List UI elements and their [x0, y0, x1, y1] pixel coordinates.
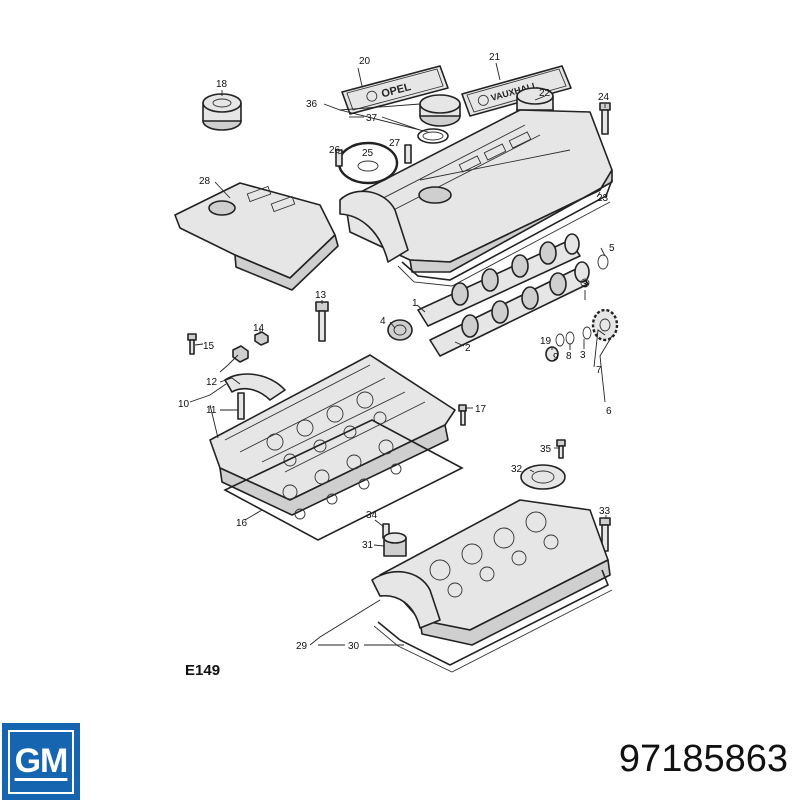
callout-36: 36 [306, 99, 318, 110]
callout-8: 8 [566, 351, 572, 362]
callout-28: 28 [199, 176, 211, 187]
callout-5: 5 [609, 243, 615, 254]
filler-cap-36 [417, 94, 461, 144]
callout-2: 2 [465, 343, 471, 354]
camshaft-2 [429, 261, 590, 357]
opel-badge-plate: OPEL [341, 65, 449, 115]
part-number: 97185863 [618, 738, 788, 780]
callout-labels: 20 21 22 24 18 36 37 26 25 27 28 23 5 3 … [178, 52, 615, 652]
sensor-31 [382, 523, 407, 557]
ring-9 [555, 333, 565, 347]
bolt-35 [556, 439, 566, 459]
callout-3b: 3 [580, 350, 586, 361]
cylinder-head [209, 354, 456, 516]
callout-23: 23 [597, 193, 609, 204]
stud-11 [237, 392, 245, 420]
callout-32: 32 [511, 464, 523, 475]
callout-13: 13 [315, 290, 327, 301]
lower-gasket-30 [373, 569, 613, 673]
lower-cover-29 [371, 499, 611, 646]
callout-3: 3 [582, 279, 588, 290]
callout-16: 16 [236, 518, 248, 529]
valve-cover-gasket [397, 179, 613, 287]
callout-17: 17 [475, 404, 487, 415]
callout-26: 26 [329, 145, 341, 156]
callout-37: 37 [366, 113, 378, 124]
callout-14: 14 [253, 323, 265, 334]
stud-26 [335, 149, 343, 167]
gm-logo-frame: GM [8, 729, 74, 794]
callout-35: 35 [540, 444, 552, 455]
leader-lines [189, 62, 613, 646]
callout-21: 21 [489, 52, 501, 63]
callout-11: 11 [206, 405, 217, 416]
bolt-17 [458, 404, 467, 426]
callout-9: 9 [553, 352, 559, 363]
detail-gasket-25 [335, 141, 412, 185]
nut-12 [232, 345, 249, 363]
ring-3 [580, 278, 590, 288]
valve-cover [339, 109, 613, 273]
callout-1: 1 [412, 298, 418, 309]
camshaft-1 [417, 233, 581, 327]
callout-30: 30 [348, 641, 360, 652]
callout-7: 7 [596, 365, 602, 376]
callout-20: 20 [359, 56, 371, 67]
callout-12: 12 [206, 377, 218, 388]
callout-10: 10 [178, 399, 190, 410]
callout-18: 18 [216, 79, 228, 90]
callout-34: 34 [366, 510, 378, 521]
callout-22: 22 [539, 88, 551, 99]
flange-32 [520, 464, 566, 490]
callout-15: 15 [203, 341, 215, 352]
head-gasket [223, 419, 464, 541]
bracket-12 [224, 373, 286, 401]
bolt-27 [404, 144, 412, 164]
callout-24: 24 [598, 92, 610, 103]
cap-18 [202, 93, 242, 131]
callout-33: 33 [599, 506, 611, 517]
callout-31: 31 [362, 540, 374, 551]
callout-4: 4 [380, 316, 386, 327]
nut-14 [254, 331, 269, 346]
callout-25: 25 [362, 148, 374, 159]
callout-27: 27 [389, 138, 401, 149]
callout-6: 6 [606, 406, 612, 417]
ring-7 [582, 326, 592, 340]
gm-logo: GM [2, 723, 80, 800]
sprocket-6 [591, 308, 619, 342]
gm-logo-text: GM [14, 742, 69, 780]
bolt-13 [315, 301, 329, 342]
engine-cover [174, 182, 339, 291]
diagram-code: E149 [185, 662, 221, 679]
ring-8 [565, 331, 575, 345]
callout-19: 19 [540, 336, 552, 347]
bolt-15 [187, 333, 197, 355]
oil-seal-4 [387, 319, 413, 341]
ring-5 [597, 254, 609, 270]
callout-29: 29 [296, 641, 308, 652]
